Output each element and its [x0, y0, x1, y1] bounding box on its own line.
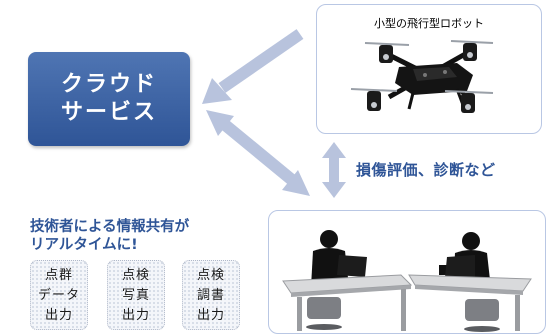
- cloud-service-line1: クラウド: [60, 72, 157, 97]
- drone-title: 小型の飛行型ロボット: [374, 17, 484, 30]
- output-box-pointcloud: 点群 データ 出力: [30, 260, 88, 330]
- engineers-illustration: [282, 230, 532, 332]
- output-line: 出力: [44, 308, 73, 323]
- flow-arrows: [202, 29, 346, 198]
- damage-assessment-label: 損傷評価、診断など: [356, 161, 496, 179]
- arrow-cloud-office-bidirectional: [206, 110, 310, 196]
- arrow-drone-to-cloud: [202, 29, 304, 104]
- output-box-inspection-photo: 点検 写真 出力: [107, 260, 165, 330]
- output-line: 写真: [121, 288, 150, 303]
- output-line: 出力: [196, 308, 225, 323]
- output-line: 点群: [44, 268, 73, 283]
- output-line: 点検: [121, 268, 150, 283]
- drone-panel: 小型の飛行型ロボット: [316, 4, 542, 134]
- output-box-inspection-report: 点検 調書 出力: [182, 260, 240, 330]
- output-line: 調書: [196, 288, 225, 303]
- cloud-service-box: クラウド サービス: [28, 52, 190, 146]
- drone-illustration: [350, 40, 494, 113]
- output-line: 出力: [121, 308, 150, 323]
- arrow-drone-office-vertical: [322, 142, 346, 198]
- output-line: データ: [37, 288, 80, 303]
- info-sharing-line1: 技術者による情報共有が: [30, 219, 190, 235]
- output-line: 点検: [196, 268, 225, 283]
- info-sharing-line2: リアルタイムに!: [30, 237, 138, 253]
- info-sharing-text: 技術者による情報共有が リアルタイムに!: [30, 218, 189, 254]
- cloud-service-line2: サービス: [60, 100, 157, 125]
